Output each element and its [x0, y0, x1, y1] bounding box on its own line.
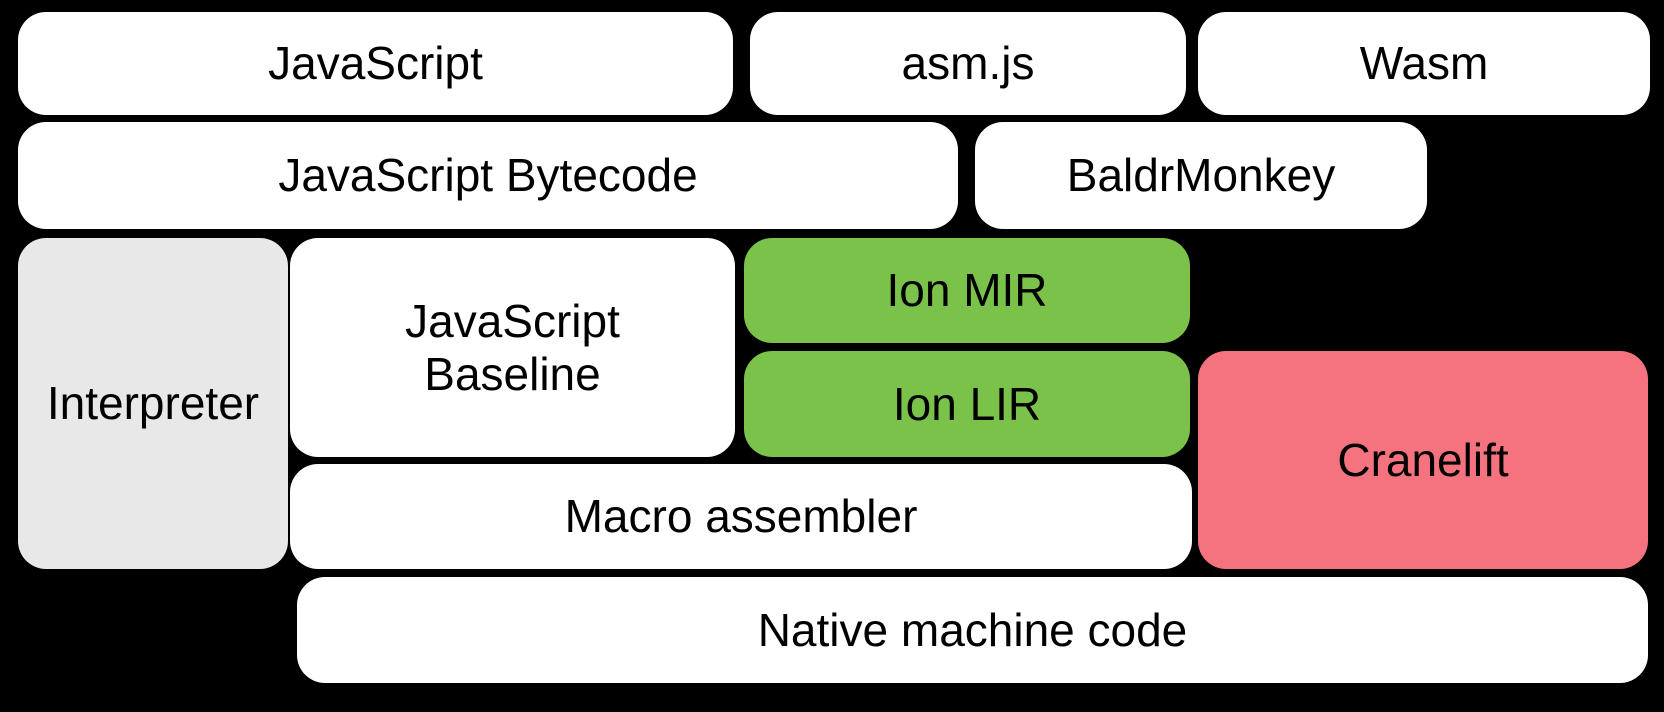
- node-javascript-baseline-line2: Baseline: [424, 347, 601, 400]
- node-javascript-baseline-line1: JavaScript: [405, 294, 620, 347]
- node-wasm: Wasm: [1198, 12, 1650, 115]
- node-interpreter: Interpreter: [18, 238, 288, 569]
- node-macro-assembler: Macro assembler: [290, 464, 1192, 569]
- node-asm-js: asm.js: [750, 12, 1186, 115]
- node-javascript-bytecode: JavaScript Bytecode: [18, 122, 958, 229]
- node-baldrmonkey: BaldrMonkey: [975, 122, 1427, 229]
- node-javascript-baseline: JavaScript Baseline: [290, 238, 735, 457]
- node-native-machine-code: Native machine code: [297, 577, 1648, 683]
- node-ion-lir: Ion LIR: [744, 351, 1190, 457]
- node-cranelift: Cranelift: [1198, 351, 1648, 569]
- node-ion-mir: Ion MIR: [744, 238, 1190, 343]
- node-javascript: JavaScript: [18, 12, 733, 115]
